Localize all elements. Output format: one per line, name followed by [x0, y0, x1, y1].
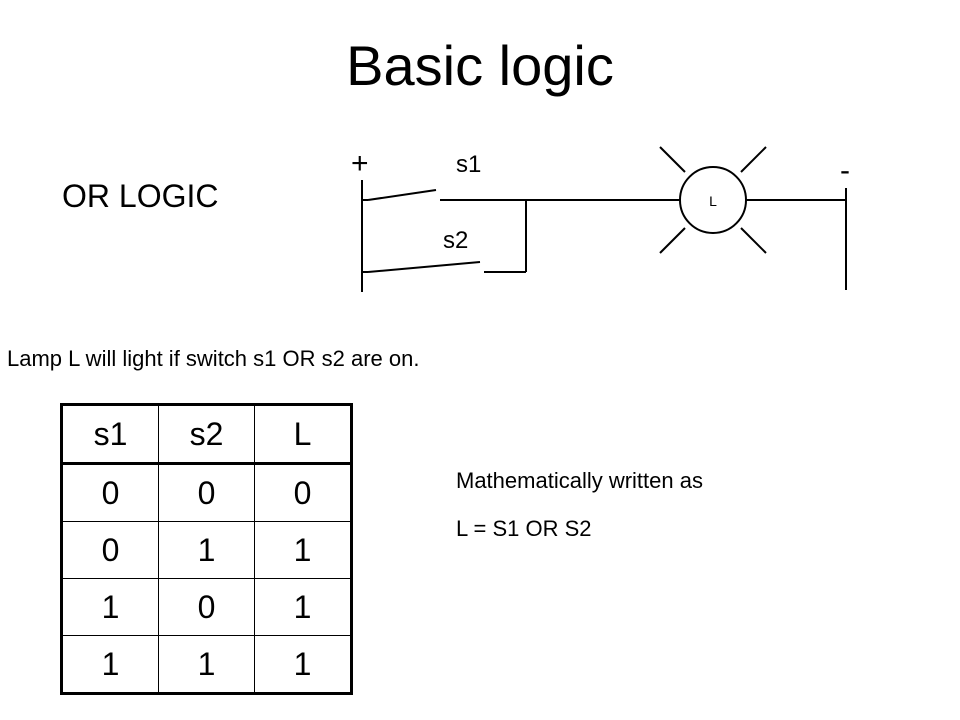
table-cell: 1	[254, 635, 352, 694]
formula-intro: Mathematically written as	[456, 468, 703, 493]
slide-title: Basic logic	[346, 34, 614, 97]
description: Lamp L will light if switch s1 OR s2 are…	[7, 346, 420, 371]
table-cell: 1	[254, 578, 352, 636]
table-row: 1 1 1	[61, 635, 352, 694]
column-header: L	[254, 404, 352, 464]
column-header: s2	[158, 404, 255, 464]
table-cell: 0	[254, 463, 352, 522]
switch-s2-label: s2	[443, 227, 468, 254]
positive-terminal-label: +	[351, 147, 369, 180]
column-header: s1	[61, 404, 159, 464]
table-cell: 1	[61, 578, 159, 636]
table-row: 0 1 1	[61, 521, 352, 579]
negative-terminal-label: -	[840, 154, 850, 187]
table-cell: 0	[158, 463, 255, 522]
table-cell: 0	[158, 578, 255, 636]
table-cell: 0	[61, 463, 159, 522]
switch-s1-label: s1	[456, 151, 481, 178]
switch-s1	[362, 189, 526, 201]
switch-s2	[362, 261, 526, 273]
table-cell: 1	[61, 635, 159, 694]
table-row: 0 0 0	[61, 463, 352, 522]
circuit-diagram: + - s1 s2 L	[351, 146, 850, 292]
formula: L = S1 OR S2	[456, 516, 592, 541]
table-cell: 1	[254, 521, 352, 579]
lamp-ray	[659, 227, 686, 254]
table-cell: 0	[61, 521, 159, 579]
lamp-ray	[740, 146, 767, 173]
table-cell: 1	[158, 635, 255, 694]
lamp-ray	[659, 146, 686, 173]
truth-table: s1 s2 L 0 0 0 0 1 1 1 0 1 1 1 1	[60, 403, 353, 695]
table-header-row: s1 s2 L	[61, 404, 352, 464]
table-row: 1 0 1	[61, 578, 352, 636]
section-heading: OR LOGIC	[62, 178, 219, 214]
table-cell: 1	[158, 521, 255, 579]
lamp-ray	[740, 227, 767, 254]
lamp-label: L	[709, 193, 717, 209]
